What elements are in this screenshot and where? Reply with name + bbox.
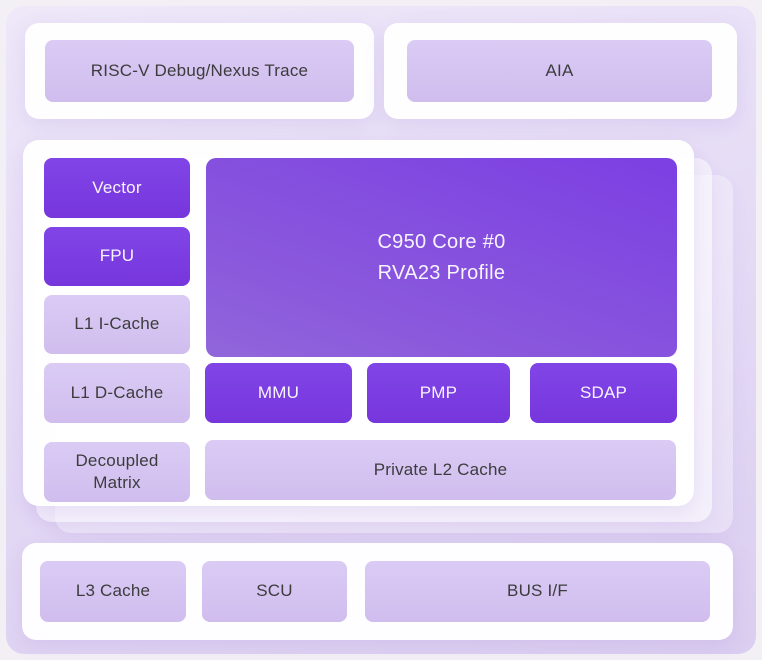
block-private-l2-cache: Private L2 Cache: [205, 440, 676, 500]
block-l1-icache: L1 I-Cache: [44, 295, 190, 354]
block-fpu: FPU: [44, 227, 190, 286]
core-title-line2: RVA23 Profile: [377, 261, 506, 284]
core-cluster-card: Vector FPU L1 I-Cache L1 D-Cache Decoupl…: [23, 140, 694, 506]
debug-trace-card: RISC-V Debug/Nexus Trace: [25, 23, 374, 119]
block-scu: SCU: [202, 561, 347, 622]
uncore-card: L3 Cache SCU BUS I/F: [22, 543, 733, 640]
core-title-line1: C950 Core #0: [377, 230, 506, 253]
block-aia: AIA: [407, 40, 712, 102]
block-riscv-debug-nexus-trace: RISC-V Debug/Nexus Trace: [45, 40, 354, 102]
aia-card: AIA: [384, 23, 737, 119]
block-mmu: MMU: [205, 363, 352, 423]
block-c950-core: C950 Core #0 RVA23 Profile: [206, 158, 677, 357]
block-l1-dcache: L1 D-Cache: [44, 363, 190, 423]
block-sdap: SDAP: [530, 363, 677, 423]
block-l3-cache: L3 Cache: [40, 561, 186, 622]
block-bus-if: BUS I/F: [365, 561, 710, 622]
block-decoupled-matrix: Decoupled Matrix: [44, 442, 190, 502]
block-pmp: PMP: [367, 363, 510, 423]
block-vector: Vector: [44, 158, 190, 218]
